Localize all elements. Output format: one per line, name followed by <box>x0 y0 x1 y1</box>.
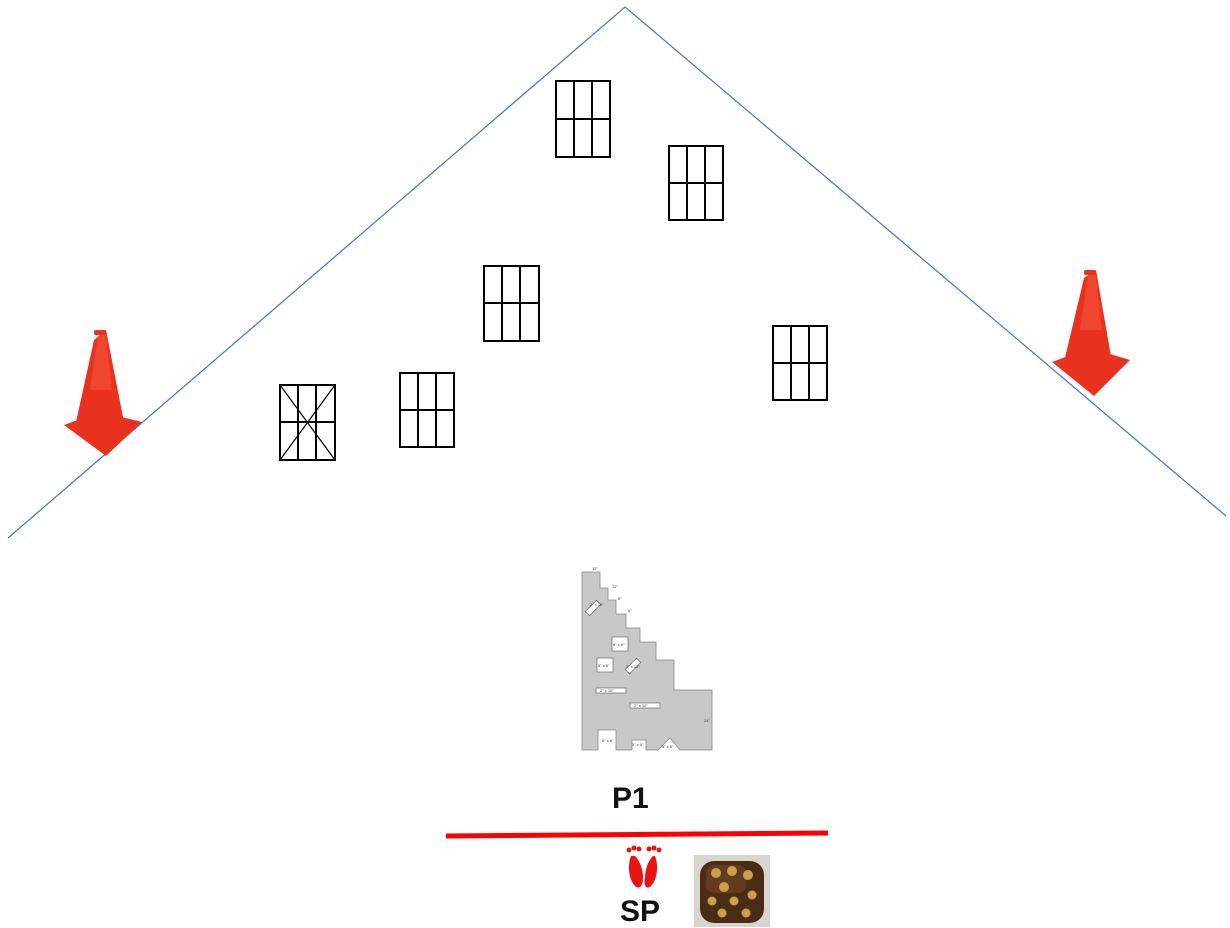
barricade-note: 24" <box>704 718 710 723</box>
barricade-note: 2" x 12" <box>626 664 640 669</box>
barricade-note: 6" x 6" <box>598 663 610 668</box>
barricade-note: 2" x 10" <box>634 703 648 708</box>
boundary-line <box>8 7 1226 538</box>
cone-icon <box>1052 270 1130 396</box>
barricade-note: 3" x 5" <box>632 742 644 747</box>
target-icon <box>484 266 539 341</box>
barricade-note: 2" x 10" <box>600 688 614 693</box>
footprints-icon <box>627 846 662 888</box>
barricade-note: 6" x 6" <box>602 738 614 743</box>
barricade-note: 12" <box>592 566 598 571</box>
position-label: P1 <box>612 782 649 815</box>
start-line <box>446 833 828 836</box>
target-icon <box>773 326 827 400</box>
dice-icon <box>694 855 770 927</box>
barricade-note: 2" x 12" <box>590 602 604 607</box>
barricade-note: 6" x 6" <box>613 642 625 647</box>
barricade-note: 6" <box>628 608 632 613</box>
target-icon <box>556 81 610 157</box>
target-icon <box>400 373 454 447</box>
start-position-label: SP <box>620 895 660 928</box>
no-shoot-target-icon <box>280 385 335 460</box>
barricade-note: 6" x 6" <box>662 744 674 749</box>
cone-icon <box>64 330 142 456</box>
barricade-icon: 12" 12" 6" 6" 2" x 12" 6" x 6" 6" x 6" 2… <box>582 566 712 750</box>
barricade-note: 6" <box>618 596 622 601</box>
target-icon <box>669 146 723 220</box>
barricade-note: 12" <box>612 584 618 589</box>
